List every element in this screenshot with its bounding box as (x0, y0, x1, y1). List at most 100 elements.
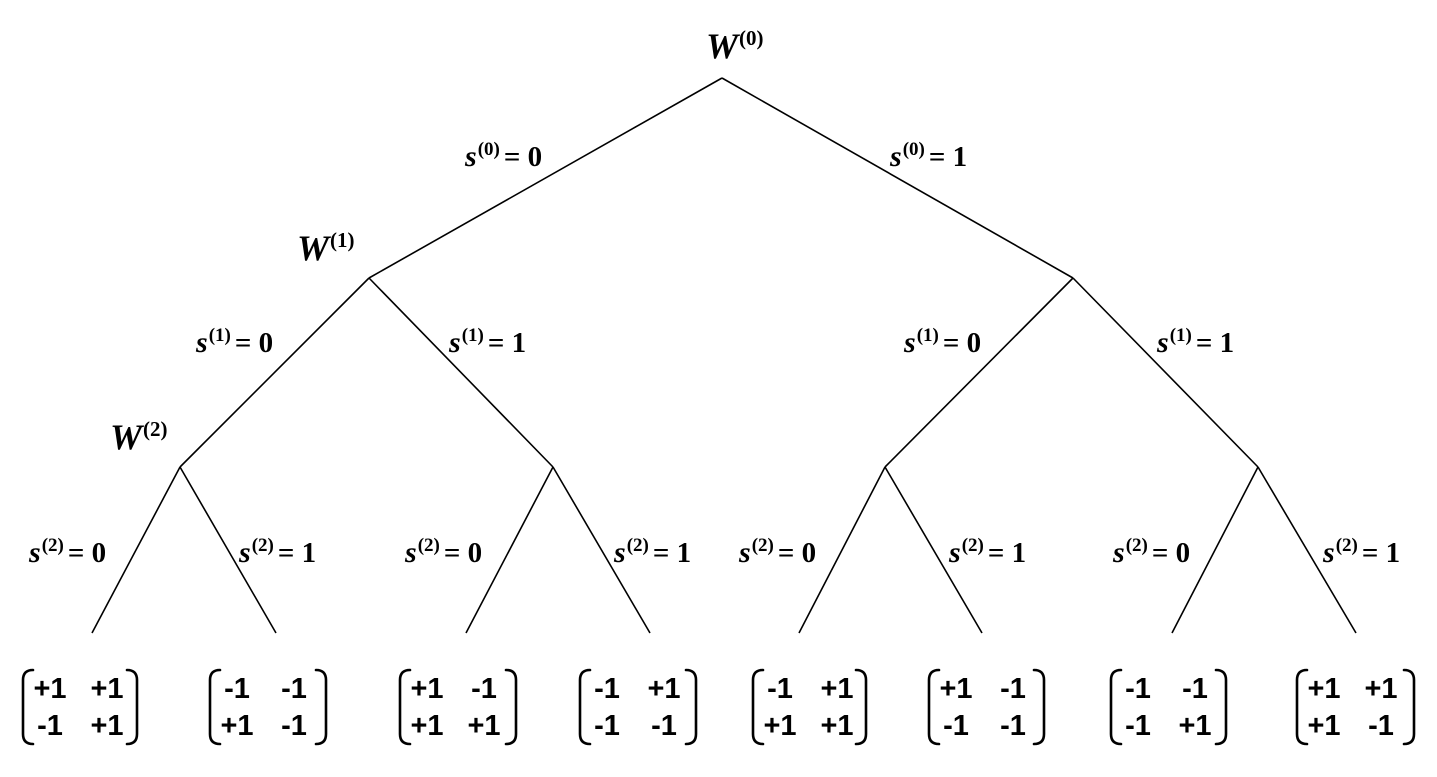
matrix-cell: -1 (767, 673, 793, 705)
edge-var: s (948, 536, 961, 569)
edge-label-s0: s(0)= 0 (464, 139, 542, 173)
edge-var: s (1156, 326, 1169, 359)
tree-edge (368, 277, 554, 468)
node-var: W (706, 26, 741, 66)
edge-label-s2: s(2)= 1 (1322, 535, 1400, 569)
matrix-left-bracket (398, 668, 412, 746)
matrix-left-bracket (1295, 668, 1309, 746)
matrix-cell: +1 (647, 673, 680, 705)
matrix-cell: -1 (37, 710, 63, 742)
matrix-left-bracket (927, 668, 941, 746)
edge-value: = 1 (278, 537, 316, 569)
edge-index: (2) (1126, 535, 1148, 556)
matrix-cell: -1 (594, 673, 620, 705)
leaf-matrix: -1 -1 +1 -1 (208, 668, 328, 746)
matrix-right-bracket (684, 668, 698, 746)
edge-label-s2: s(2)= 1 (238, 535, 316, 569)
matrix-cell: -1 (1125, 710, 1151, 742)
matrix-cell: -1 (1125, 673, 1151, 705)
edge-index: (1) (1170, 325, 1192, 346)
tree-edge (179, 466, 277, 634)
edge-var: s (1322, 536, 1335, 569)
edge-value: = 0 (1152, 537, 1190, 569)
edge-var: s (195, 326, 208, 359)
edge-value: = 1 (1196, 327, 1234, 359)
matrix-right-bracket (854, 668, 868, 746)
edge-index: (2) (752, 535, 774, 556)
matrix-left-bracket (208, 668, 222, 746)
matrix-cell: -1 (281, 673, 307, 705)
tree-edge (465, 466, 554, 634)
node-index: (1) (330, 228, 355, 252)
node-index: (0) (739, 26, 764, 50)
leaf-matrix: +1-1-1-1 (927, 668, 1046, 746)
matrix-left-bracket (21, 668, 35, 746)
leaf-matrix: +1+1-1+1 (21, 668, 139, 746)
matrix-cell: -1 (471, 673, 497, 705)
tree-edge (91, 466, 181, 634)
tree-edge (552, 466, 651, 634)
matrix-cell: -1 (281, 710, 307, 742)
edge-index: (2) (418, 535, 440, 556)
edge-value: = 1 (988, 537, 1026, 569)
tree-edge (884, 277, 1074, 468)
leaf-matrices: +1+1-1+1-1-1+1-1+1-1+1+1-1+1-1-1-1+1+1+1… (21, 668, 1416, 746)
matrix-right-bracket (1032, 668, 1046, 746)
edge-label-s1: s(1)= 1 (448, 325, 526, 359)
matrix-cell: +1 (467, 710, 500, 742)
edge-var: s (903, 326, 916, 359)
tree-edge (1171, 466, 1259, 634)
matrix-right-bracket (504, 668, 518, 746)
edge-var: s (464, 140, 477, 173)
matrix-cell: +1 (1178, 710, 1211, 742)
tree-edge (179, 277, 370, 468)
tree-edge (1257, 466, 1357, 634)
matrix-cell: -1 (594, 710, 620, 742)
edge-index: (1) (917, 325, 939, 346)
edge-label-s0: s(0)= 1 (889, 139, 967, 173)
edge-var: s (613, 536, 626, 569)
edge-label-s2: s(2)= 0 (1112, 535, 1190, 569)
matrix-cell: +1 (820, 673, 853, 705)
matrix-cell: +1 (820, 710, 853, 742)
matrix-left-bracket (1109, 668, 1123, 746)
node-label-w1: W(1) (297, 228, 355, 268)
matrix-cell: -1 (651, 710, 677, 742)
leaf-matrix: -1 +1 -1 -1 (578, 668, 698, 746)
matrix-cell: +1 (1307, 710, 1340, 742)
matrix-right-bracket (1214, 668, 1228, 746)
edge-index: (0) (478, 139, 500, 160)
edge-label-s2: s(2)= 1 (948, 535, 1026, 569)
matrix-cell: -1 (224, 673, 250, 705)
edge-value: = 0 (68, 537, 106, 569)
matrix-cell: -1 (1000, 673, 1026, 705)
leaf-matrix: +1+1+1-1 (1295, 668, 1416, 746)
edge-var: s (1112, 536, 1125, 569)
edge-var: s (404, 536, 417, 569)
edge-index: (1) (462, 325, 484, 346)
edge-index: (2) (962, 535, 984, 556)
edge-var: s (448, 326, 461, 359)
edge-label-s2: s(2)= 0 (28, 535, 106, 569)
edge-label-s1: s(1)= 1 (1156, 325, 1234, 359)
edge-value: = 0 (778, 537, 816, 569)
edge-value: = 1 (653, 537, 691, 569)
edge-label-s2: s(2)= 0 (404, 535, 482, 569)
edge-index: (1) (209, 325, 231, 346)
matrix-cell: -1 (1182, 673, 1208, 705)
matrix-cell: +1 (1364, 673, 1397, 705)
tree-edge (368, 77, 723, 279)
matrix-cell: -1 (1000, 710, 1026, 742)
matrix-cell: +1 (220, 710, 253, 742)
matrix-cell: +1 (90, 673, 123, 705)
matrix-left-bracket (751, 668, 765, 746)
edge-var: s (238, 536, 251, 569)
tree-edge (884, 466, 983, 634)
matrix-cell: +1 (33, 673, 66, 705)
edge-value: = 0 (235, 327, 273, 359)
tree-edge (721, 77, 1074, 279)
edge-var: s (28, 536, 41, 569)
edge-label-s1: s(1)= 0 (903, 325, 981, 359)
